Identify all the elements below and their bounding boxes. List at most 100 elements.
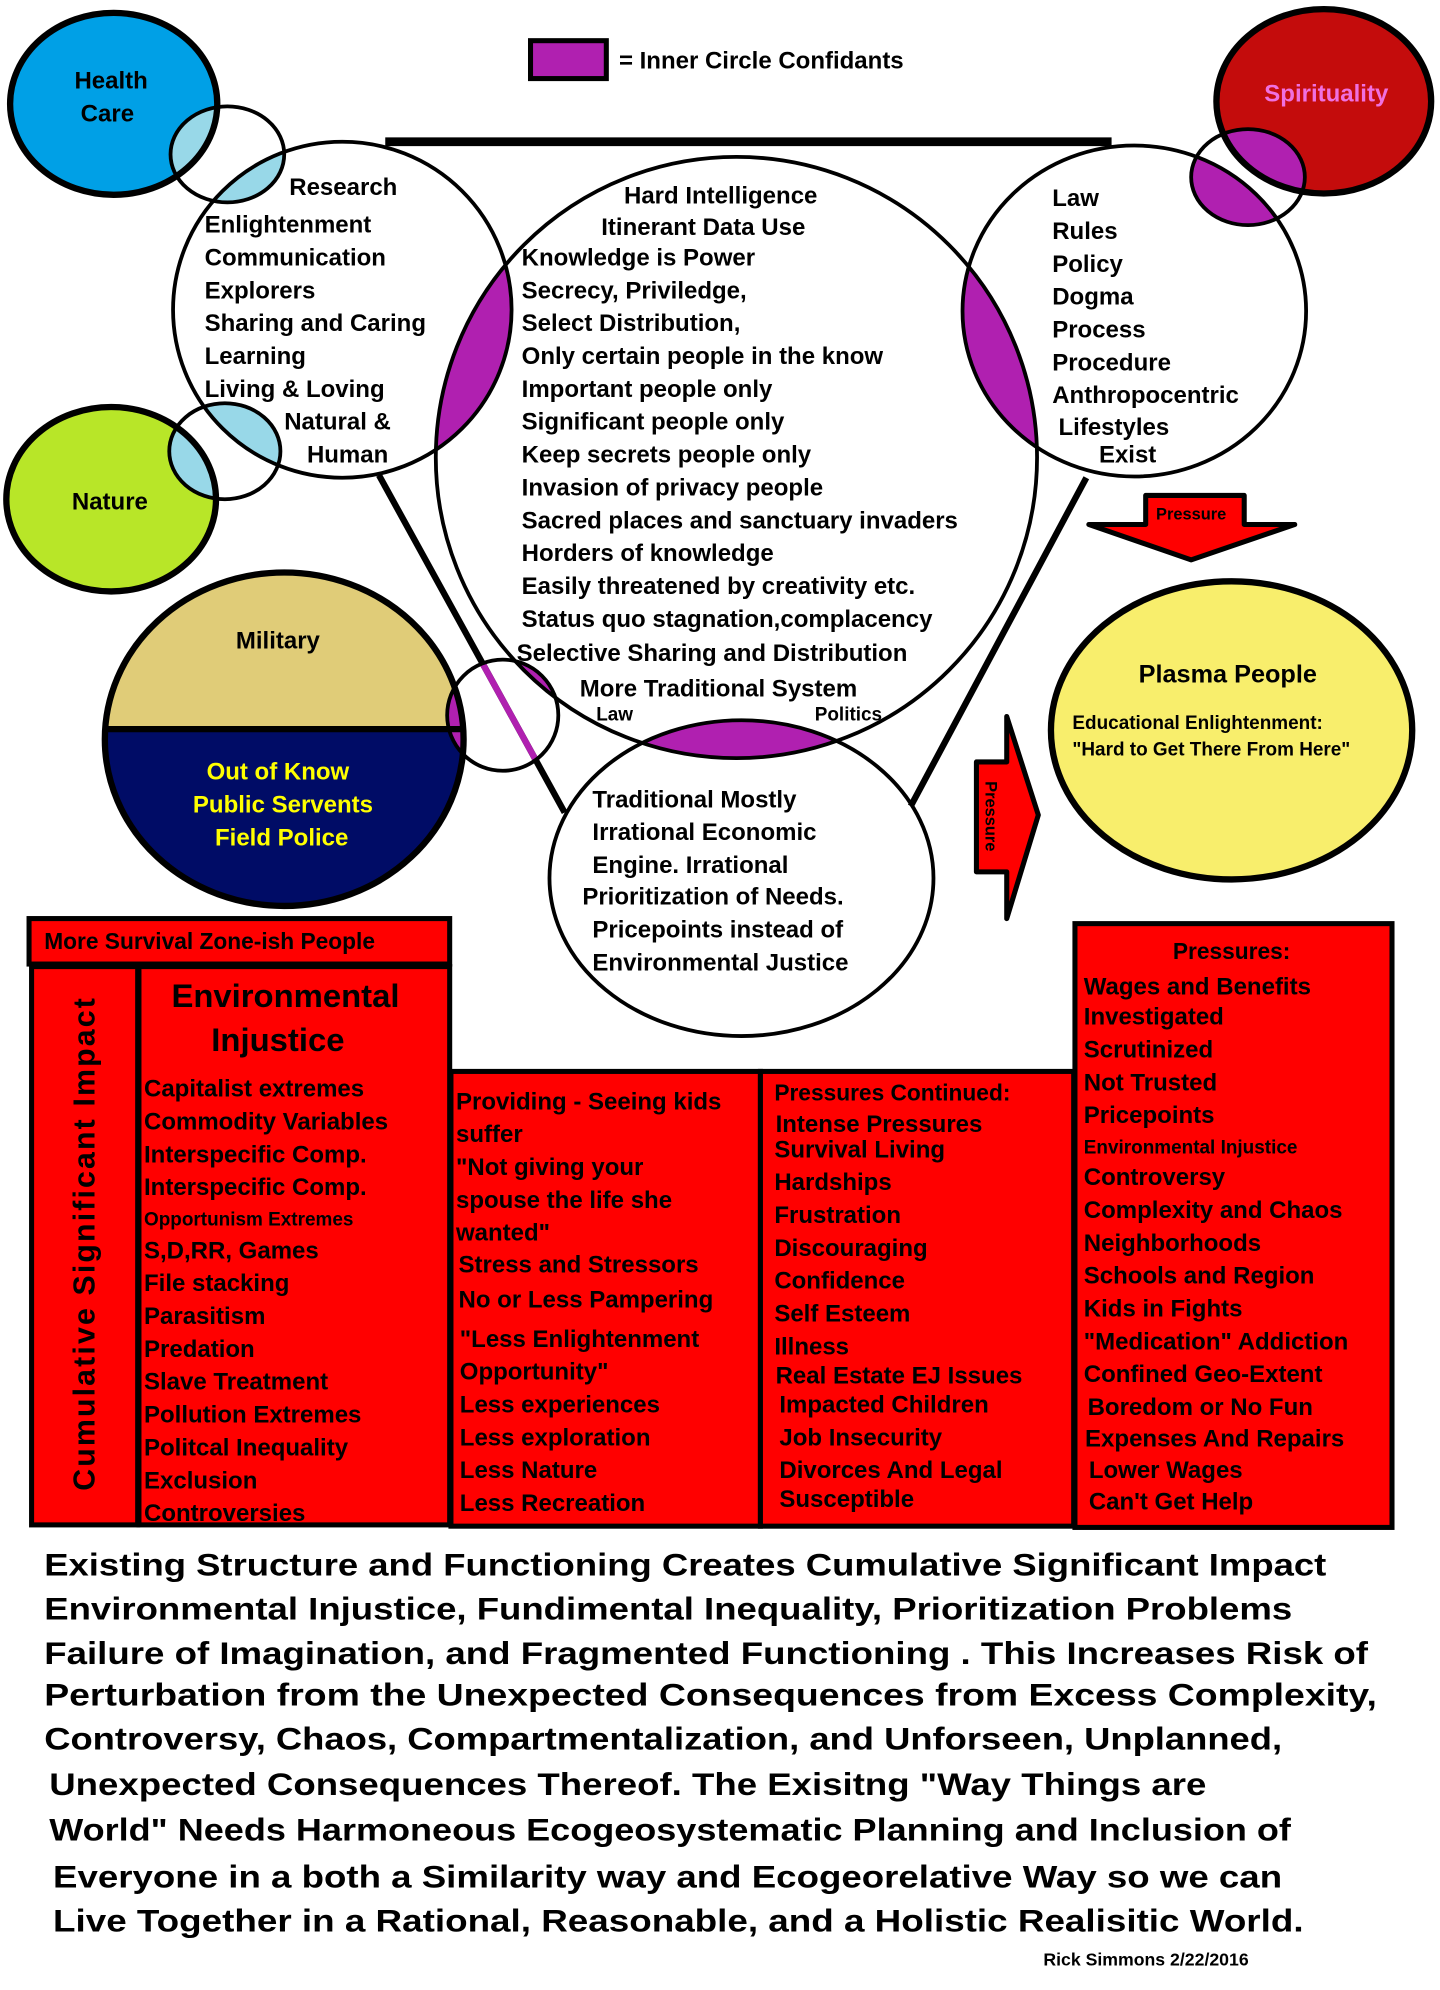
summary-line: Live Together in a Rational, Reasonable,…	[53, 1903, 1304, 1939]
pressure-item: Controversy	[1084, 1164, 1226, 1191]
env-injustice-item: Interspecific Comp.	[144, 1174, 367, 1201]
providing-item: suffer	[456, 1121, 523, 1148]
pressures-continued-item: Intense Pressures	[776, 1111, 983, 1138]
summary-line: World" Needs Harmoneous Ecogeosystematic…	[49, 1812, 1291, 1848]
providing-item: wanted"	[455, 1220, 550, 1247]
research-title: Research	[289, 174, 397, 201]
providing-item: Providing - Seeing kids	[456, 1088, 721, 1115]
summary-line: Existing Structure and Functioning Creat…	[44, 1546, 1327, 1582]
env-injustice-item: Exclusion	[144, 1467, 257, 1494]
center-item: Only certain people in the know	[522, 343, 884, 370]
center-item: Invasion of privacy people	[522, 474, 823, 501]
pressures-continued-item: Survival Living	[774, 1136, 945, 1163]
summary-line: Perturbation from the Unexpected Consequ…	[44, 1677, 1377, 1713]
providing-item: Stress and Stressors	[459, 1251, 699, 1278]
spirituality-label: Spirituality	[1264, 80, 1389, 107]
center-item: Significant people only	[522, 409, 785, 436]
providing-item: "Less Enlightenment	[460, 1326, 699, 1353]
center-item: Status quo stagnation,complacency	[522, 606, 933, 633]
providing-item: Opportunity"	[460, 1359, 609, 1386]
law-item: Policy	[1052, 251, 1123, 278]
env-injustice-item: Interspecific Comp.	[144, 1141, 367, 1168]
pressures-title: Pressures:	[1173, 938, 1290, 964]
summary-line: Failure of Imagination, and Fragmented F…	[44, 1635, 1368, 1671]
env-injustice-item: File stacking	[144, 1270, 289, 1297]
pressures-continued-item: Confidence	[774, 1268, 905, 1295]
pressure-item: Kids in Fights	[1084, 1295, 1243, 1322]
center-title: Hard Intelligence	[624, 183, 817, 210]
pressures-continued-item: Frustration	[774, 1202, 901, 1229]
summary-line: Environmental Injustice, Fundimental Ine…	[44, 1591, 1292, 1627]
providing-item: Less Nature	[460, 1457, 597, 1484]
research-list: EnlightenmentCommunicationExplorersShari…	[205, 212, 426, 403]
center-item: Secrecy, Priviledge,	[522, 277, 747, 304]
pressure-item: Investigated	[1084, 1004, 1224, 1031]
health-care-label: Health	[74, 68, 147, 95]
economic-item: Irrational Economic	[592, 819, 816, 846]
center-item: Important people only	[522, 376, 773, 403]
pressure-item: Pricepoints	[1084, 1102, 1215, 1129]
research-tail: Human	[307, 442, 388, 469]
pressure-item: Neighborhoods	[1084, 1230, 1261, 1257]
pressures-continued-title: Pressures Continued:	[774, 1079, 1010, 1105]
pressure-arrow-down-label: Pressure	[1156, 505, 1226, 523]
summary-paragraph: Existing Structure and Functioning Creat…	[44, 1546, 1377, 1938]
center-item: Select Distribution,	[522, 310, 741, 337]
research-item: Learning	[205, 343, 306, 370]
side-label-box	[29, 964, 141, 1528]
env-injustice-item: Pollution Extremes	[144, 1402, 361, 1429]
law-item: Lifestyles	[1059, 414, 1170, 441]
inner-circle-connector	[447, 659, 559, 771]
law-label: Law	[596, 704, 633, 725]
env-injustice-item: Opportunism Extremes	[144, 1210, 353, 1231]
summary-line: Everyone in a both a Similarity way and …	[53, 1858, 1282, 1894]
pressure-item: Confined Geo-Extent	[1084, 1361, 1323, 1388]
small-circle-military	[445, 657, 561, 773]
providing-list: Providing - Seeing kids suffer "Not giving…	[455, 1088, 721, 1517]
health-care-circle	[10, 12, 218, 195]
providing-item: No or Less Pampering	[459, 1287, 714, 1314]
law-item: Dogma	[1052, 284, 1134, 311]
economic-item: Environmental Justice	[592, 949, 848, 976]
env-injustice-item: Slave Treatment	[144, 1369, 328, 1396]
research-item: Sharing and Caring	[205, 310, 426, 337]
economic-item: Engine. Irrational	[592, 852, 788, 879]
pressure-item: Can't Get Help	[1089, 1489, 1253, 1516]
env-injustice-item: Parasitism	[144, 1303, 265, 1330]
pressure-item: Complexity and Chaos	[1084, 1197, 1343, 1224]
economic-item: Traditional Mostly	[592, 786, 797, 813]
research-item: Living & Loving	[205, 376, 385, 403]
center-item: Easily threatened by creativity etc.	[522, 573, 916, 600]
pressures-list: Wages and BenefitsInvestigatedScrutinize…	[1084, 973, 1349, 1515]
small-circle-nature	[167, 401, 283, 502]
pressures-continued-item: Hardships	[774, 1169, 891, 1196]
env-injustice-item: Predation	[144, 1336, 255, 1363]
pressure-item: Lower Wages	[1089, 1457, 1243, 1484]
pressure-item: Expenses And Repairs	[1085, 1426, 1344, 1453]
small-circle-health	[168, 104, 287, 205]
research-item: Explorers	[205, 277, 316, 304]
research-circle	[171, 139, 514, 480]
summary-line: Controversy, Chaos, Compartmentalization…	[44, 1721, 1282, 1757]
pressures-continued-item: Illness	[774, 1333, 849, 1360]
economic-item: Pricepoints instead of	[592, 917, 844, 944]
law-item: Anthropocentric	[1052, 382, 1239, 409]
law-item: Rules	[1052, 218, 1117, 245]
summary-line: Unexpected Consequences Thereof. The Exi…	[49, 1766, 1206, 1802]
nature-circle	[6, 407, 216, 592]
pressure-item: Wages and Benefits	[1084, 973, 1311, 1000]
research-item: Enlightenment	[205, 212, 372, 239]
politics-label: Politics	[815, 704, 882, 725]
plasma-title: Plasma People	[1139, 660, 1317, 688]
center-circle	[433, 155, 1039, 761]
env-injustice-item: Politcal Inequality	[144, 1434, 349, 1461]
pressure-item: Boredom or No Fun	[1088, 1394, 1313, 1421]
pressure-item: Schools and Region	[1084, 1263, 1315, 1290]
providing-item: "Not giving your	[456, 1154, 643, 1181]
signature: Rick Simmons 2/22/2016	[1043, 1950, 1248, 1970]
